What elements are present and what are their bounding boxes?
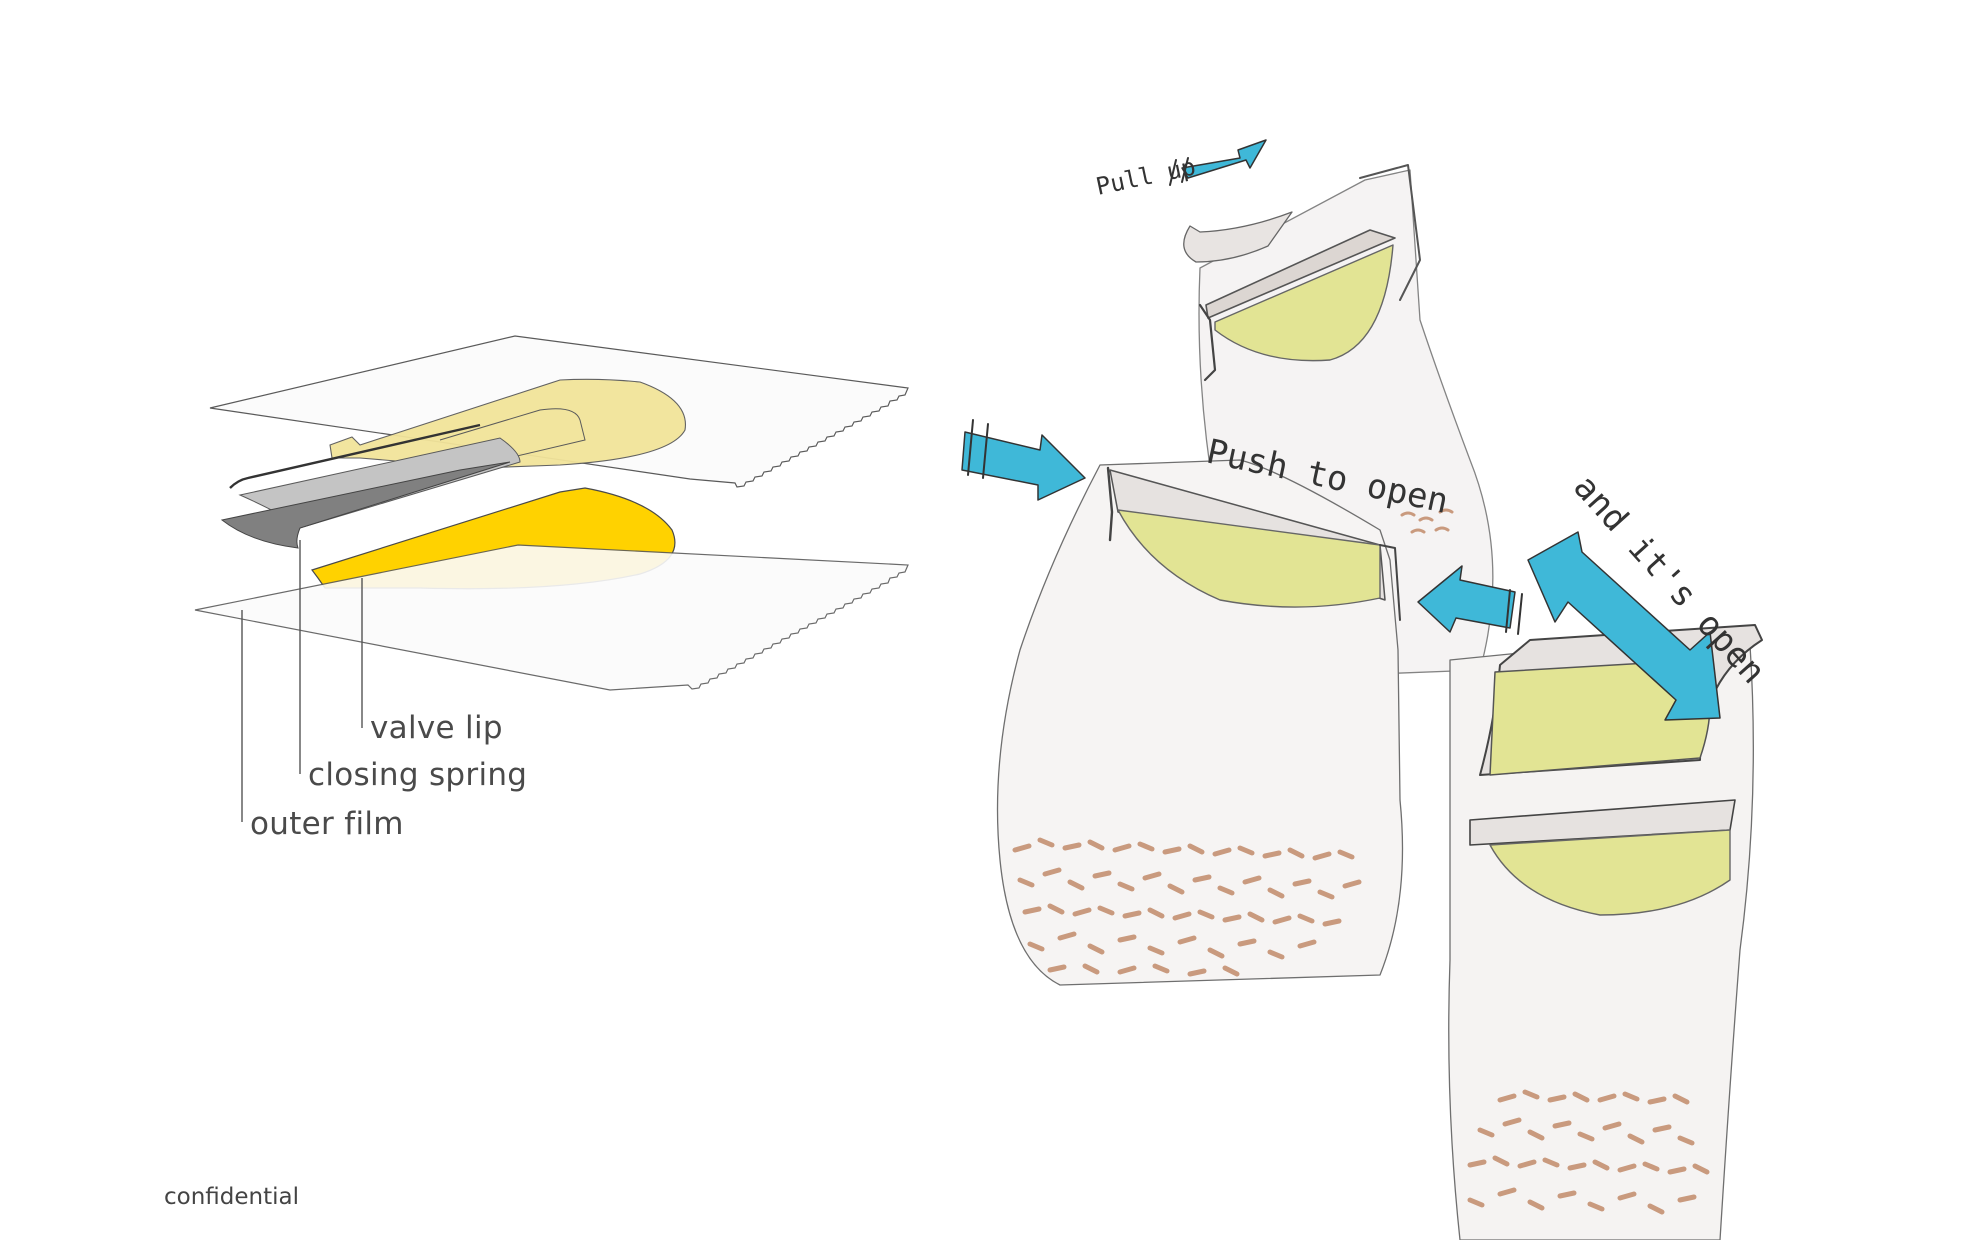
upper-lip-inner-line [439, 408, 586, 461]
exploded-layer-diagram [194, 335, 909, 822]
open-double-arrow-icon [1527, 531, 1721, 721]
closing-spring-dark [220, 461, 511, 549]
middle-pouch-sketch [996, 459, 1404, 986]
closing-spring-top-edge [229, 423, 481, 489]
front-pouch-grains [1467, 1089, 1710, 1215]
note-pull-up: Pull up [1093, 152, 1198, 200]
confidential-footer: confidential [164, 1184, 300, 1210]
label-outer-film: outer film [250, 806, 404, 842]
sketch-group: Pull up Push to open and it's open [961, 139, 1773, 1240]
bottom-film-sheet [194, 544, 909, 691]
blue-arrows [961, 139, 1721, 721]
push-arrow-right-icon [1417, 565, 1516, 633]
push-arrow-left-icon [961, 431, 1086, 501]
pull-up-arrow-icon [1181, 139, 1267, 179]
label-closing-spring: closing spring [308, 757, 528, 793]
middle-pouch-grains [1012, 837, 1362, 977]
label-valve-lip: valve lip [370, 710, 503, 746]
